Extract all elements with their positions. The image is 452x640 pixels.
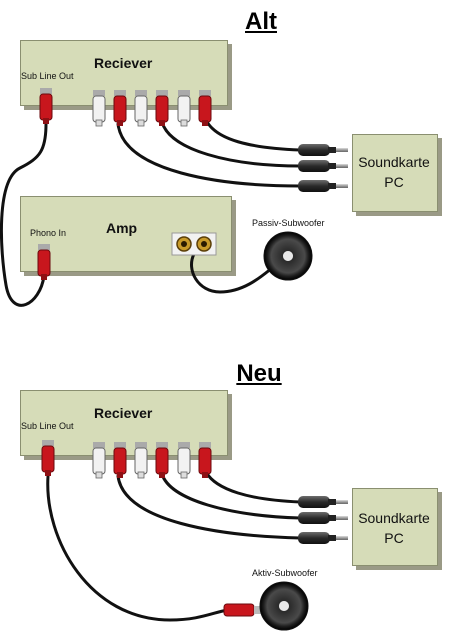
speaker-icon-neu — [259, 581, 309, 631]
audio-cable-group-neu — [46, 470, 302, 622]
jack-plug-alt-3 — [298, 180, 348, 192]
rca-plug-white-alt-2 — [134, 90, 148, 127]
subwoofer-label-alt: Passiv-Subwoofer — [252, 218, 325, 228]
audio-cable-rear-neu — [160, 472, 302, 520]
jack-plug-neu-3 — [298, 532, 348, 544]
audio-cable-rear-alt — [160, 120, 302, 168]
rca-plugs-receiver-alt — [39, 88, 212, 127]
rca-plug-white-neu-2 — [134, 442, 148, 479]
soundcard-label-line1-neu: Soundkarte — [358, 510, 430, 526]
sub-line-out-label-neu: Sub Line Out — [21, 421, 74, 431]
rca-plug-red-alt-1 — [113, 90, 127, 126]
subwoofer-label-neu: Aktiv-Subwoofer — [252, 568, 318, 578]
audio-cable-front-neu — [204, 470, 302, 504]
rca-plug-sub-out-alt — [39, 88, 53, 124]
rca-plug-white-neu-3 — [177, 442, 191, 479]
rca-plug-white-alt-3 — [177, 90, 191, 127]
section-title-alt: Alt — [245, 8, 277, 35]
rca-plug-sub-in-neu — [223, 603, 262, 617]
audio-cable-group-alt — [0, 118, 302, 307]
jack-plug-neu-1 — [298, 496, 348, 508]
rca-plug-white-neu-1 — [92, 442, 106, 479]
receiver-label-neu: Reciever — [94, 405, 153, 421]
sub-cable-alt — [0, 122, 48, 307]
audio-cable-center-neu — [116, 474, 302, 540]
jack-plug-alt-2 — [298, 160, 348, 172]
sub-cable-neu — [46, 474, 230, 622]
rca-plug-red-alt-3 — [198, 90, 212, 126]
receiver-label-alt: Reciever — [94, 55, 153, 71]
jack-plugs-alt — [298, 144, 348, 192]
rca-plug-phono-in-alt — [37, 244, 51, 280]
sub-line-out-label-alt: Sub Line Out — [21, 71, 74, 81]
section-title-neu: Neu — [236, 360, 282, 387]
speaker-icon-alt — [263, 231, 313, 281]
soundcard-box-neu — [352, 488, 438, 566]
audio-cable-center-alt — [116, 122, 302, 188]
soundcard-label-neu: Soundkarte PC — [352, 508, 436, 548]
audio-cable-front-alt — [204, 118, 302, 152]
amp-label-alt: Amp — [106, 220, 138, 236]
speaker-cable-alt — [190, 252, 274, 294]
soundcard-label-line1-alt: Soundkarte — [358, 154, 430, 170]
rca-plug-red-neu-3 — [198, 442, 212, 478]
jack-plug-neu-2 — [298, 512, 348, 524]
rca-plug-white-alt-1 — [92, 90, 106, 127]
soundcard-label-alt: Soundkarte PC — [352, 152, 436, 192]
soundcard-label-line2-neu: PC — [384, 530, 404, 546]
soundcard-label-line2-alt: PC — [384, 174, 404, 190]
rca-plugs-receiver-neu — [41, 440, 212, 479]
rca-plug-red-neu-2 — [155, 442, 169, 478]
phono-in-label-alt: Phono In — [30, 228, 67, 238]
rca-plug-red-alt-2 — [155, 90, 169, 126]
rca-plug-sub-out-neu — [41, 440, 55, 476]
speaker-terminals-alt — [171, 232, 217, 256]
soundcard-box-alt — [352, 134, 438, 212]
rca-plug-red-neu-1 — [113, 442, 127, 478]
jack-plugs-neu — [298, 496, 348, 544]
jack-plug-alt-1 — [298, 144, 348, 156]
